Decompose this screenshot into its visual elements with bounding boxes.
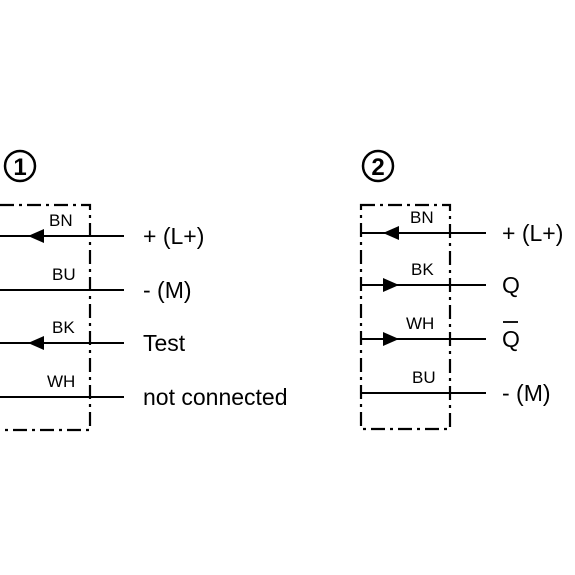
- signal-label: Q: [502, 326, 520, 352]
- arrow-right-icon: [383, 332, 399, 346]
- signal-label: Test: [143, 330, 186, 356]
- wire-row: BU - (M): [361, 368, 551, 406]
- wire-row: BN + (L+): [361, 208, 563, 246]
- wire-row: WH Q: [361, 314, 520, 352]
- signal-label: - (M): [143, 277, 192, 303]
- arrow-right-icon: [383, 278, 399, 292]
- wire-color-code: BN: [49, 211, 73, 230]
- wire-color-code: WH: [406, 314, 434, 333]
- diagram-number-badge-1: 1: [3, 149, 37, 183]
- connection-diagram-2: 2 BN + (L+) BK Q WH Q BU: [359, 149, 563, 431]
- arrow-left-icon: [28, 229, 44, 243]
- wire-color-code: BK: [52, 318, 75, 337]
- wire-color-code: BN: [410, 208, 434, 227]
- wire-color-code: BU: [412, 368, 436, 387]
- signal-label: Q: [502, 272, 520, 298]
- diagram-number-badge-2: 2: [361, 149, 395, 183]
- wire-row: BU - (M): [0, 265, 192, 303]
- signal-label: + (L+): [143, 223, 204, 249]
- device-housing-outline-2: [359, 203, 452, 431]
- diagram-number-1: 1: [13, 154, 26, 181]
- wire-row: BN + (L+): [0, 211, 204, 249]
- signal-label: not connected: [143, 384, 288, 410]
- wire-color-code: BK: [411, 260, 434, 279]
- connection-diagram-1: 1 BN + (L+) BU - (M) BK Test WH not: [0, 149, 288, 432]
- arrow-left-icon: [383, 226, 399, 240]
- signal-label: - (M): [502, 380, 551, 406]
- wire-row: BK Test: [0, 318, 186, 356]
- arrow-left-icon: [28, 336, 44, 350]
- device-housing-outline-1: [0, 203, 92, 432]
- wire-row: WH not connected: [0, 372, 288, 410]
- wire-color-code: BU: [52, 265, 76, 284]
- signal-label: + (L+): [502, 220, 563, 246]
- diagram-number-2: 2: [371, 154, 384, 181]
- wire-row: BK Q: [361, 260, 520, 298]
- wire-color-code: WH: [47, 372, 75, 391]
